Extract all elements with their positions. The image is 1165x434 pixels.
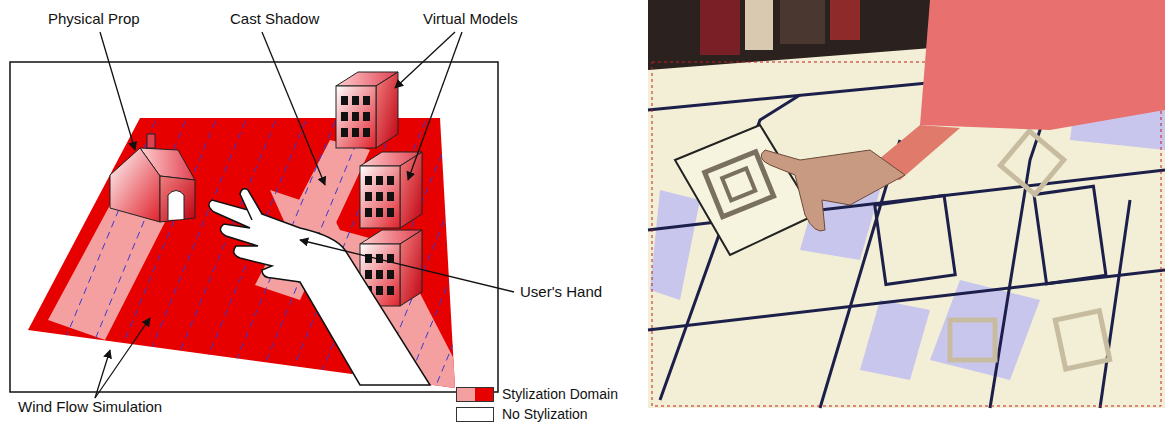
callout-label: Virtual Models [423, 10, 518, 28]
frame [10, 62, 498, 392]
legend-swatch [456, 387, 494, 402]
callout-label: Wind Flow Simulation [18, 398, 162, 416]
ar-photo [648, 0, 1165, 408]
leader-lines [95, 32, 514, 398]
physical-prop-house [110, 134, 195, 222]
legend-swatch [456, 407, 494, 422]
prop-card [675, 125, 815, 255]
callout-label: Physical Prop [48, 10, 140, 28]
legend-text: Stylization Domain [502, 386, 618, 403]
swatch-light-half [457, 388, 475, 402]
users-hand [209, 200, 430, 385]
shadows [48, 140, 470, 390]
callout-label: Cast Shadow [230, 10, 319, 28]
wind-flow-lines [40, 110, 550, 400]
callout-label: User's Hand [520, 283, 602, 301]
legend-text: No Stylization [502, 406, 588, 423]
